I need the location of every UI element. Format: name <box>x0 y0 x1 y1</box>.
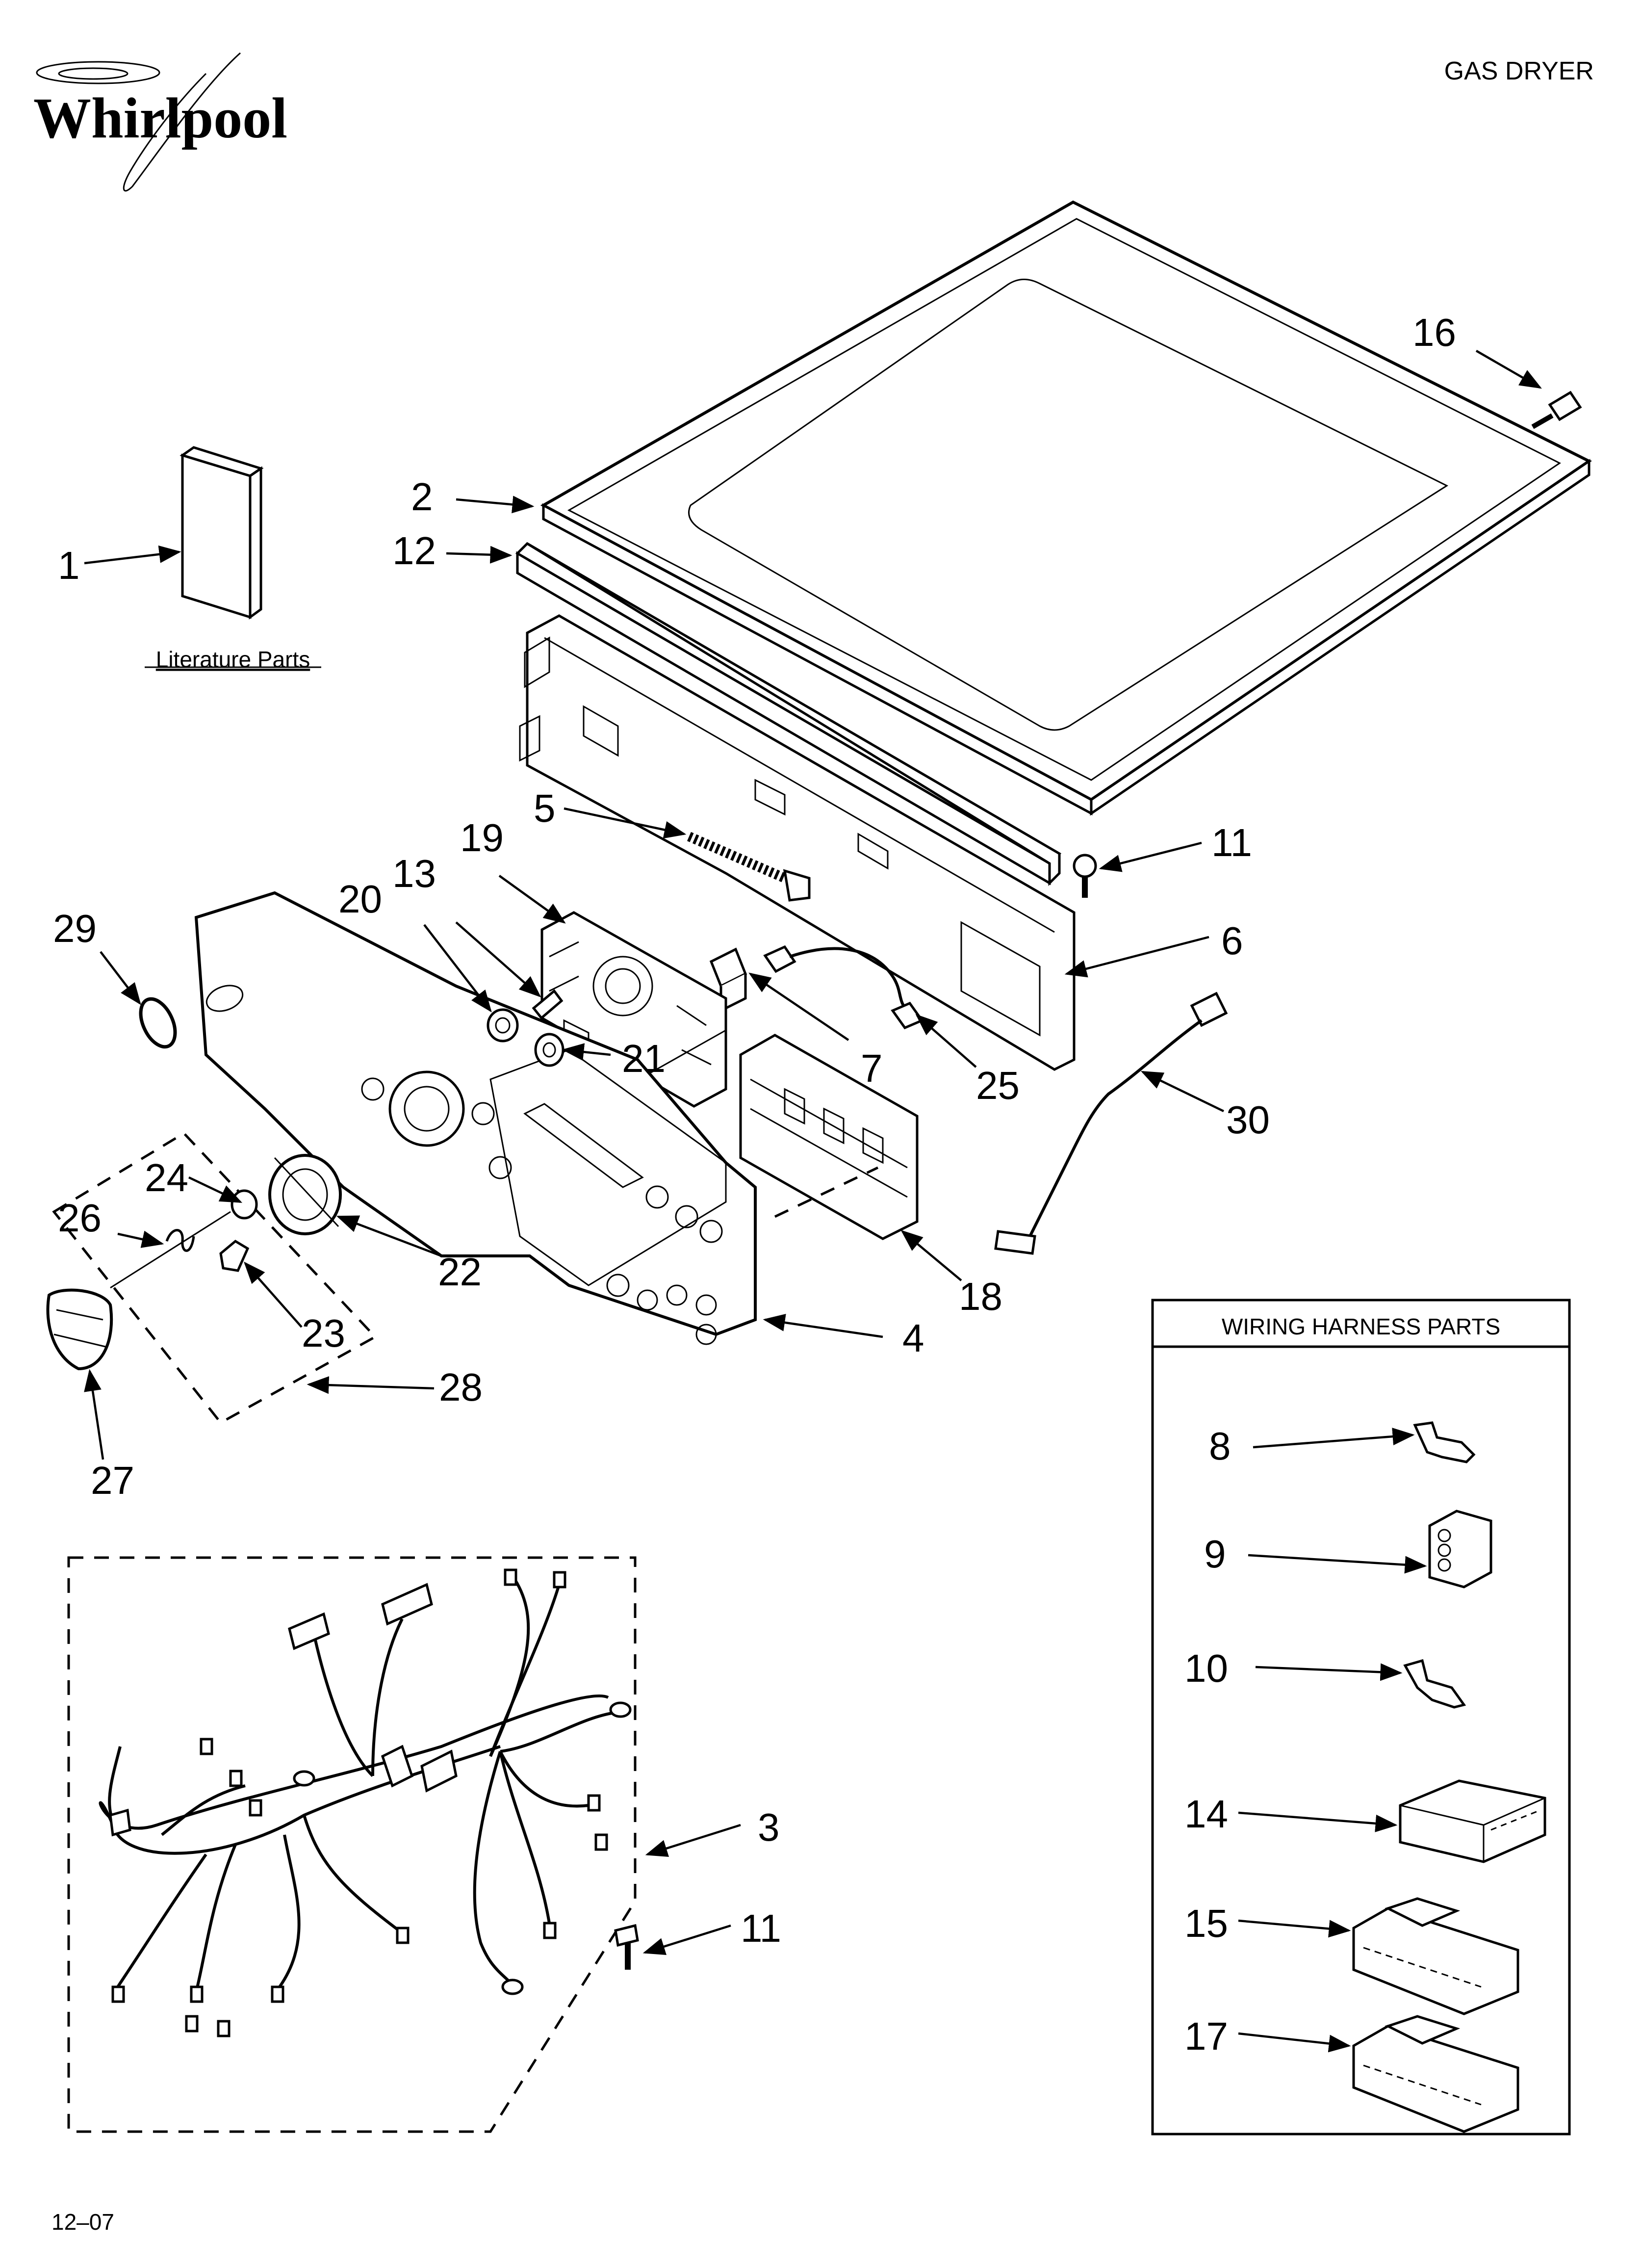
callout-4: 4 <box>902 1316 924 1360</box>
logo-flourish <box>123 52 241 192</box>
ui-board-dash-line <box>774 1166 879 1218</box>
ring-29 <box>139 997 177 1049</box>
leader-lines <box>84 350 1542 2053</box>
callout-5: 5 <box>534 786 556 830</box>
callout-18: 18 <box>959 1275 1002 1318</box>
callout-7: 7 <box>861 1046 883 1090</box>
console-back-panel <box>519 614 1076 1071</box>
callout-10: 10 <box>1184 1646 1228 1690</box>
callout-17: 17 <box>1184 2014 1228 2058</box>
knob-27 <box>46 1288 113 1371</box>
callout-13: 13 <box>392 852 436 895</box>
harness-30 <box>994 991 1228 1255</box>
knob-axis-line <box>110 1211 231 1289</box>
screw-11-lower <box>614 1924 639 1970</box>
connector-14 <box>1399 1779 1546 1863</box>
brand-name: Whirlpool <box>33 86 287 150</box>
callout-6: 6 <box>1221 919 1243 963</box>
console-4 <box>194 891 757 1345</box>
callout-3: 3 <box>758 1805 780 1849</box>
callout-28: 28 <box>439 1365 483 1409</box>
part-24 <box>231 1189 258 1220</box>
top-panel <box>540 200 1592 816</box>
spring-26 <box>165 1229 195 1252</box>
terminal-10 <box>1403 1659 1466 1709</box>
part-21 <box>534 1033 564 1067</box>
part-20 <box>487 1008 519 1043</box>
callout-22: 22 <box>438 1250 482 1294</box>
callout-29: 29 <box>53 907 97 950</box>
logo-swirl-inner <box>58 67 128 80</box>
callout-21: 21 <box>622 1037 666 1080</box>
callout-27: 27 <box>91 1459 134 1502</box>
date-code: 12–07 <box>51 2209 114 2235</box>
callout-26: 26 <box>58 1196 102 1240</box>
whirlpool-logo: Whirlpool <box>33 52 287 192</box>
connector-9 <box>1428 1510 1492 1589</box>
product-title: GAS DRYER <box>1444 57 1594 85</box>
callout-25: 25 <box>976 1064 1020 1107</box>
knob-kit-outline <box>52 1131 378 1425</box>
callout-24: 24 <box>145 1156 188 1199</box>
callout-1: 1 <box>58 544 80 587</box>
housing-17 <box>1352 2015 1519 2133</box>
callout-2: 2 <box>411 475 433 519</box>
manual-front <box>181 453 252 619</box>
cable-tie-5 <box>687 832 811 902</box>
ui-board-18 <box>739 1034 919 1240</box>
encoder-22 <box>268 1154 342 1235</box>
callout-labels: 1 2 3 4 5 6 7 8 9 10 11 11 12 13 14 15 1… <box>53 311 1456 2058</box>
wiring-box-title: WIRING HARNESS PARTS <box>1222 1314 1500 1339</box>
main-harness-3 <box>99 1568 632 2037</box>
callout-12: 12 <box>392 529 436 573</box>
callout-19: 19 <box>460 816 504 860</box>
callout-16: 16 <box>1412 311 1456 354</box>
callout-30: 30 <box>1226 1098 1270 1142</box>
screw-11-upper <box>1073 854 1097 898</box>
wire-25 <box>763 945 924 1030</box>
callout-8: 8 <box>1209 1424 1231 1468</box>
callout-11-upper: 11 <box>1211 821 1252 864</box>
callout-11-lower: 11 <box>741 1906 781 1950</box>
console-trim <box>515 542 1062 886</box>
literature-parts-label: Literature Parts <box>156 647 310 672</box>
main-harness-outline <box>67 1556 637 2133</box>
terminal-8 <box>1413 1421 1476 1463</box>
callout-14: 14 <box>1184 1792 1228 1836</box>
callout-23: 23 <box>302 1311 345 1355</box>
logo-swirl-outer <box>36 61 160 84</box>
callout-20: 20 <box>338 877 382 921</box>
housing-15 <box>1352 1897 1519 2015</box>
screw-16 <box>1531 391 1582 429</box>
part-23 <box>219 1239 250 1272</box>
literature-parts: Literature Parts <box>145 446 321 672</box>
part-13 <box>532 989 564 1020</box>
callout-15: 15 <box>1184 1902 1228 1945</box>
callout-9: 9 <box>1204 1532 1226 1576</box>
wiring-harness-parts-box: WIRING HARNESS PARTS <box>1151 1299 1571 2136</box>
manual-side <box>249 466 262 620</box>
